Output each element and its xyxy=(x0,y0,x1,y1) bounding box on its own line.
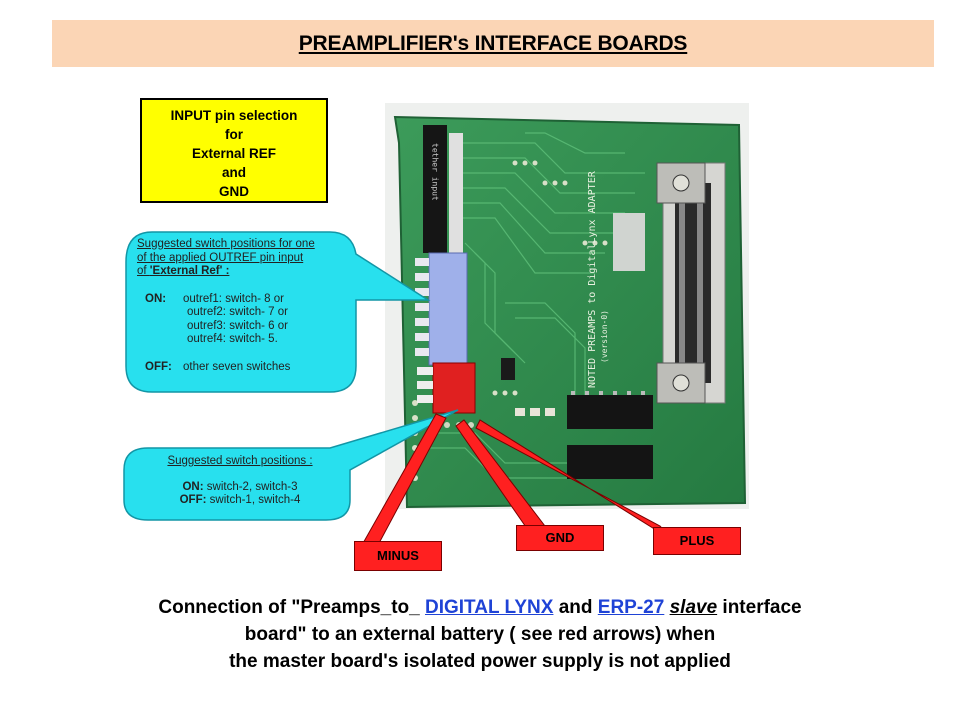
title-bar: PREAMPLIFIER's INTERFACE BOARDS xyxy=(52,20,934,67)
on-item: outref3: switch- 6 or xyxy=(187,319,288,332)
pcb-board-image: tether input NOTED PREAMPS to DigitalLyn… xyxy=(393,115,747,509)
power-off-label: OFF: xyxy=(179,494,207,506)
silk-version: (version-0) xyxy=(600,310,609,363)
external-ref-callout-bubble xyxy=(125,231,431,393)
callout-header-bold: 'External Ref' : xyxy=(149,265,230,277)
input-pin-selection-box: INPUT pin selection for External REF and… xyxy=(140,98,328,203)
page-title: PREAMPLIFIER's INTERFACE BOARDS xyxy=(298,32,688,55)
minus-label: MINUS xyxy=(354,541,442,571)
caption-line-2: board" to an external battery ( see red … xyxy=(244,624,716,645)
power-callout-text: Suggested switch positions : ON: switch-… xyxy=(130,455,350,508)
power-callout-header: Suggested switch positions : xyxy=(167,455,313,467)
tether-label: tether input xyxy=(431,143,440,201)
input-box-line: and xyxy=(221,165,246,180)
input-box-line: INPUT pin selection xyxy=(170,108,298,123)
on-item: outref2: switch- 7 or xyxy=(187,306,288,318)
on-item: outref1: switch- 8 or xyxy=(183,292,284,305)
input-box-line: External REF xyxy=(191,146,277,161)
caption-prefix: Connection of "Preamps_to_ xyxy=(158,597,420,618)
erp-27-link[interactable]: ERP-27 xyxy=(597,597,665,618)
on-label: ON: xyxy=(145,292,167,305)
power-on-text: switch-2, switch-3 xyxy=(206,480,298,493)
silk-title: NOTED PREAMPS to DigitalLynx ADAPTER xyxy=(587,170,598,388)
gnd-label: GND xyxy=(516,525,604,551)
on-item: outref4: switch- 5. xyxy=(187,333,278,345)
caption-slave: slave xyxy=(669,597,718,618)
input-box-line: for xyxy=(225,127,243,142)
off-text: other seven switches xyxy=(183,360,291,373)
external-ref-callout-text: Suggested switch positions for one of th… xyxy=(137,238,357,374)
caption-and: and xyxy=(558,597,593,618)
caption-suffix: interface xyxy=(722,597,802,618)
plus-label: PLUS xyxy=(653,527,741,555)
caption: Connection of "Preamps_to_ DIGITAL LYNX … xyxy=(40,594,920,675)
off-label: OFF: xyxy=(145,360,172,373)
power-callout-bubble xyxy=(123,409,459,521)
power-off-text: switch-1, switch-4 xyxy=(209,494,301,506)
callout-header-prefix: of xyxy=(137,265,150,277)
digital-lynx-link[interactable]: DIGITAL LYNX xyxy=(424,597,554,618)
power-on-label: ON: xyxy=(182,480,204,493)
callout-header-line: of the applied OUTREF pin input xyxy=(137,251,304,264)
callout-header-line: Suggested switch positions for one xyxy=(137,238,315,250)
caption-line-1: Connection of "Preamps_to_ DIGITAL LYNX … xyxy=(40,594,920,621)
input-box-line: GND xyxy=(219,184,249,199)
caption-line-3: the master board's isolated power supply… xyxy=(229,651,731,672)
